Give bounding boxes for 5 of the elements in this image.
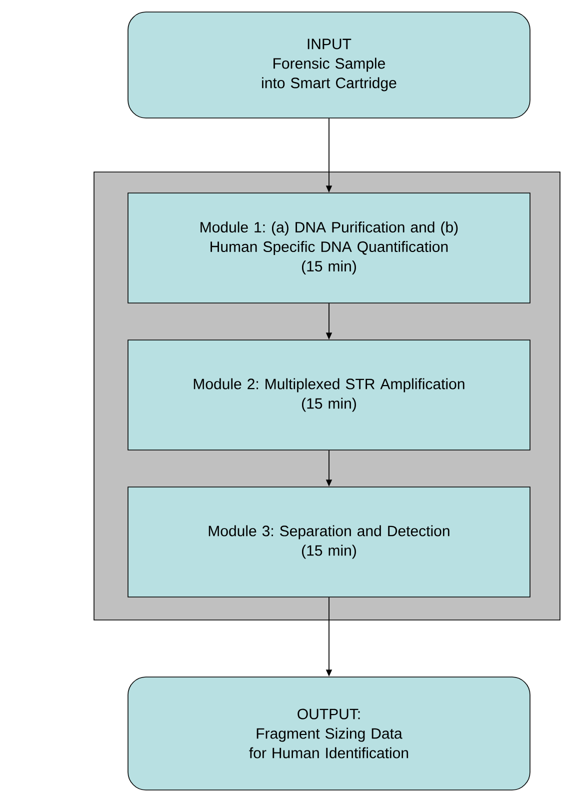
terminal-box: INPUT Forensic Sample into Smart Cartridge xyxy=(128,12,530,118)
process-box: Module 1: (a) DNA Purification and (b) Human Specific DNA Quantification (15 min) xyxy=(128,192,530,304)
process-box: Module 3: Separation and Detection (15 min) xyxy=(128,486,530,598)
terminal-box: OUTPUT: Fragment Sizing Data for Human Identification xyxy=(128,676,530,790)
process-box: Module 2: Multiplexed STR Amplification (15 min) xyxy=(128,340,530,450)
